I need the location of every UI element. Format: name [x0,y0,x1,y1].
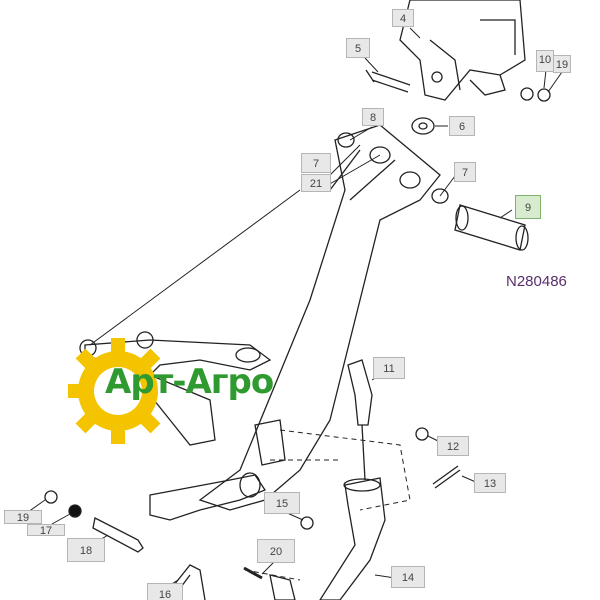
callout-7-right[interactable]: 7 [454,162,476,182]
handle-14 [319,477,386,600]
callout-19-bottom[interactable]: 19 [4,510,42,524]
callout-14[interactable]: 14 [391,566,425,588]
bolt-5 [365,69,411,93]
callout-18[interactable]: 18 [67,538,105,562]
bolt-20 [243,566,263,580]
callout-15[interactable]: 15 [264,492,300,514]
callout-20[interactable]: 20 [257,539,295,563]
bolt-12 [415,427,429,441]
lever-11 [347,359,373,426]
nut-19b [44,490,58,504]
callout-9[interactable]: 9 [515,195,541,219]
diagram-code: N280486 [506,273,567,290]
arm-end [149,474,266,521]
washer-10 [520,87,534,101]
callout-7-left[interactable]: 7 [301,153,331,173]
lift-arm-8 [198,124,441,511]
callout-6[interactable]: 6 [449,116,475,136]
callout-11[interactable]: 11 [373,357,405,379]
nut-19 [537,88,551,102]
bushing-7a [337,132,355,148]
callout-4[interactable]: 4 [392,9,414,27]
nut-15 [300,516,314,530]
callout-19-top[interactable]: 19 [553,55,571,73]
bolt-18 [92,517,144,553]
callout-5[interactable]: 5 [346,38,370,58]
logo-gear-icon [68,338,161,444]
callout-16[interactable]: 16 [147,583,183,600]
callout-12[interactable]: 12 [437,436,469,456]
callout-10[interactable]: 10 [536,50,554,72]
callout-8[interactable]: 8 [362,108,384,126]
bolt-13 [432,465,461,489]
washer-17 [68,504,82,518]
callout-17[interactable]: 17 [27,524,65,537]
callout-21[interactable]: 21 [301,174,331,192]
plate [254,419,286,466]
top-bracket [399,0,526,101]
logo-text: Арт-Агро [105,362,274,402]
washer-6 [411,117,435,135]
callout-13[interactable]: 13 [474,473,506,493]
bushing-7b [431,188,449,204]
